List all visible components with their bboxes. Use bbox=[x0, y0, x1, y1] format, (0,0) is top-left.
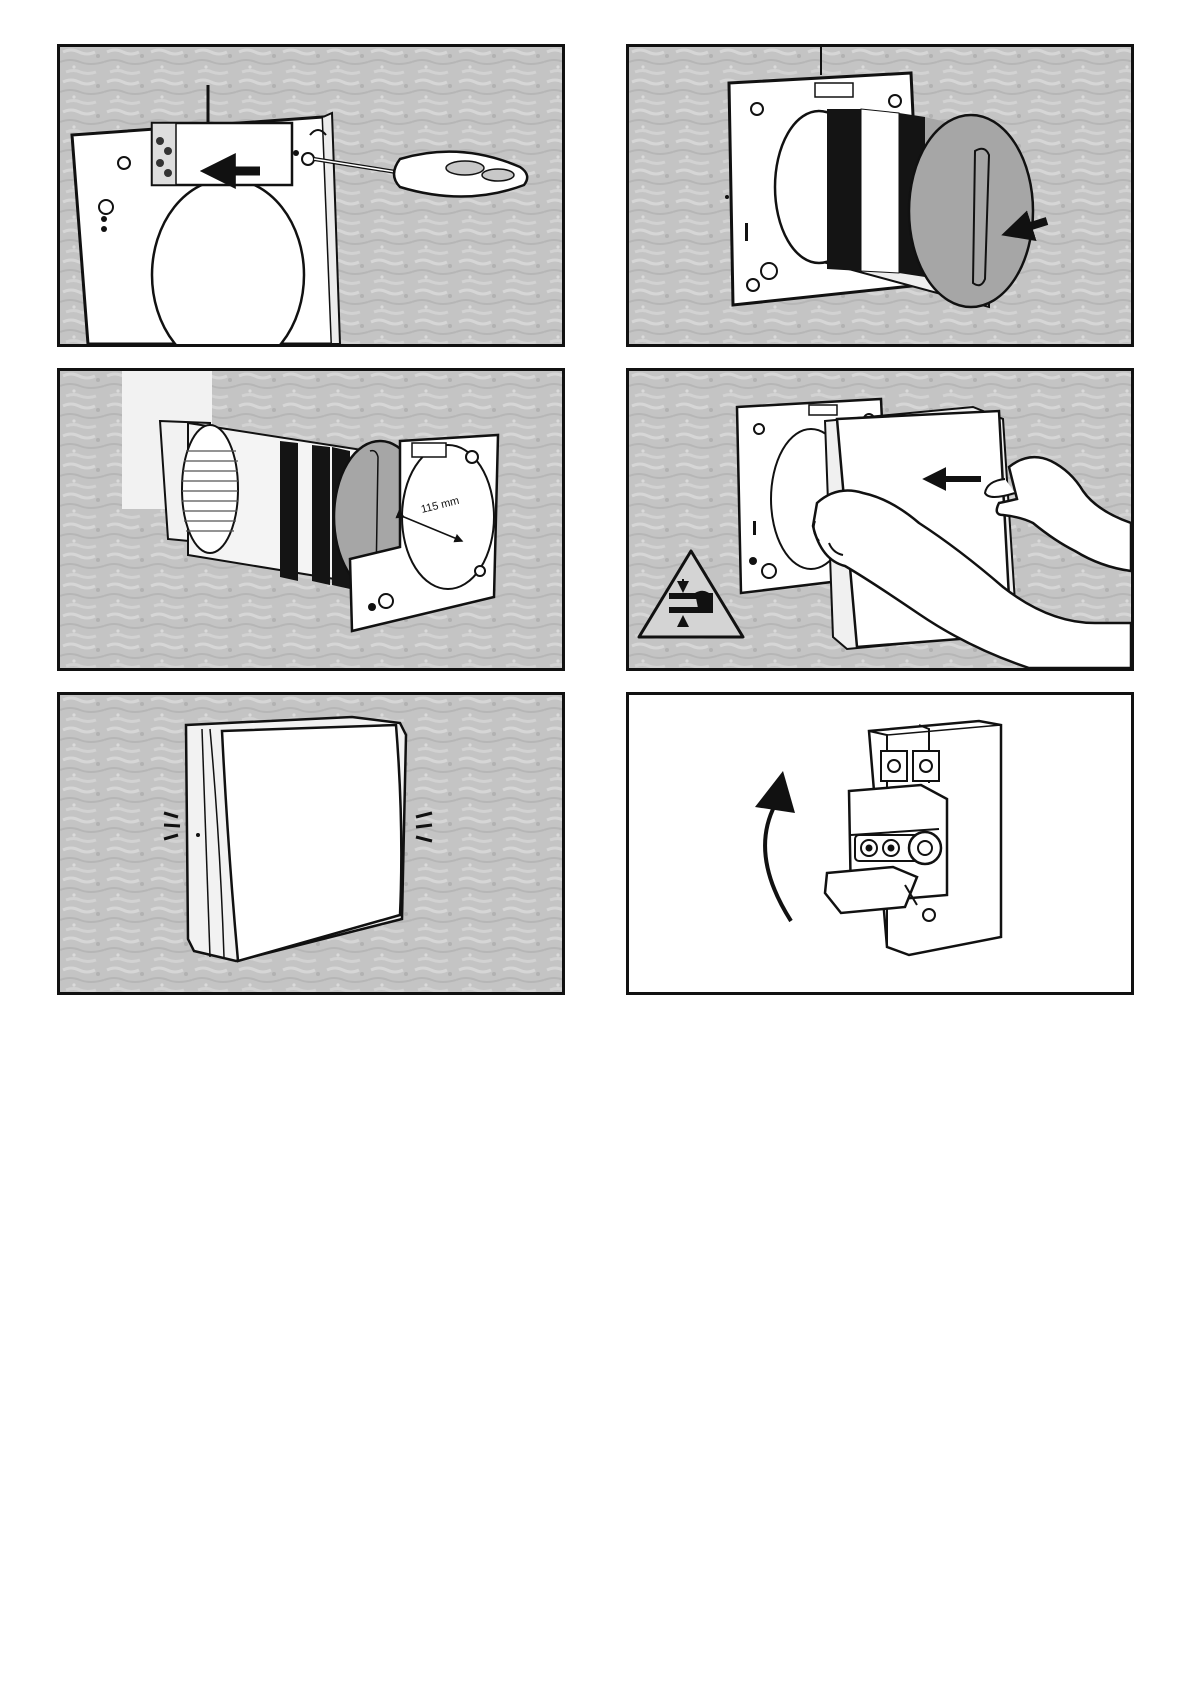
step-4-panel bbox=[626, 368, 1134, 671]
step-1-illustration bbox=[60, 47, 562, 344]
closed-cover-icon bbox=[186, 717, 406, 961]
step-2-illustration bbox=[629, 47, 1131, 344]
step-1-panel bbox=[57, 44, 565, 347]
step-5-illustration bbox=[60, 695, 562, 992]
step-6-panel bbox=[626, 692, 1134, 995]
step-2-panel bbox=[626, 44, 1134, 347]
step-4-illustration bbox=[629, 371, 1131, 668]
step-3-illustration: 115 mm bbox=[60, 371, 562, 668]
step-6-illustration bbox=[629, 695, 1131, 992]
step-3-panel: 115 mm bbox=[57, 368, 565, 671]
step-5-panel bbox=[57, 692, 565, 995]
